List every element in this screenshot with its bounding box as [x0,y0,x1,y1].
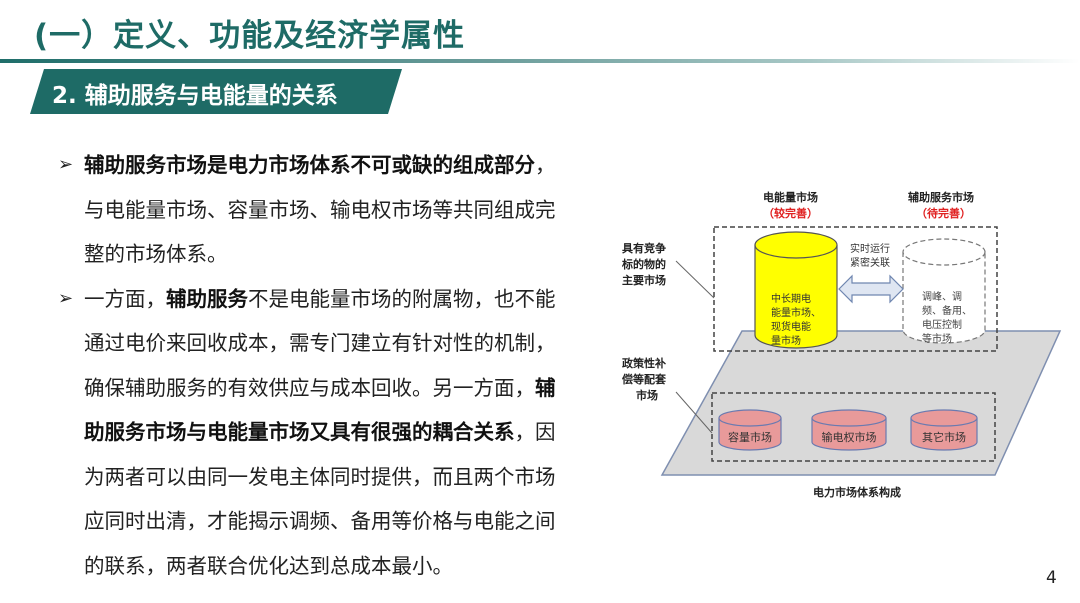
svg-text:输电权市场: 输电权市场 [822,430,877,444]
text-line: 为两者可以由同一发电主体同时提供，而且两个市场 [84,464,556,489]
text-line: 应同时出清，才能揭示调频、备用等价格与电能之间 [84,509,556,533]
text: 确保辅助服务的有效供应与成本回收。另一方面， [84,375,535,400]
svg-text:中长期电: 中长期电 [771,292,811,305]
platform [660,330,1062,476]
text: 一方面， [84,286,166,311]
text-line: 辅助服务市场是电力市场体系不可或缺的组成部分， [84,143,618,188]
bold-text: 辅 [535,375,556,400]
bullet-paragraph-2: ➢ 一方面，辅助服务不是电能量市场的附属物，也不能 通过电价来回收成本，需专门建… [58,277,618,589]
bold-text: 助服务市场与电能量市场又具有很强的耦合关系 [84,420,515,444]
text: ，因 [514,420,556,444]
svg-text:主要市场: 主要市场 [622,273,666,287]
text-line: 的联系，两者联合优化达到总成本最小。 [84,553,453,578]
ancillary-market-title: 辅助服务市场 [908,190,974,204]
section-heading: 2. 辅助服务与电能量的关系 [52,83,338,109]
bullet-arrow-icon: ➢ [58,154,74,175]
bidirectional-arrow-icon [838,274,904,304]
text-line: 一方面，辅助服务不是电能量市场的附属物，也不能 [84,277,618,322]
energy-market-title: 电能量市场 [763,190,818,204]
text-line: 确保辅助服务的有效供应与成本回收。另一方面，辅 [84,366,618,411]
text-line: 整的市场体系。 [84,242,228,266]
svg-text:偿等配套: 偿等配套 [622,372,667,386]
text-line: 通过电价来回收成本，需专门建立有针对性的机制， [84,331,556,355]
svg-text:现货电能: 现货电能 [771,320,811,333]
page-number: 4 [1046,568,1057,588]
svg-text:量市场: 量市场 [771,334,801,347]
other-market-cylinder: 其它市场 [910,409,978,451]
supporting-market-group [711,392,996,462]
competitive-market-label: 具有竞争 [622,241,666,255]
section-banner [30,69,402,114]
main-market-group [713,226,998,352]
policy-market-label: 政策性补 [622,356,666,370]
svg-text:其它市场: 其它市场 [922,430,966,444]
text: ， [535,153,556,177]
svg-text:容量市场: 容量市场 [728,430,772,444]
svg-text:等市场: 等市场 [922,332,952,345]
svg-text:紧密关联: 紧密关联 [850,256,890,269]
svg-text:能量市场、: 能量市场、 [771,306,821,319]
diagram-caption: 电力市场体系构成 [813,485,901,499]
bold-text: 辅助服务市场是电力市场体系不可或缺的组成部分 [84,153,535,177]
capacity-market-cylinder: 容量市场 [718,409,782,451]
svg-text:频、备用、: 频、备用、 [922,304,972,317]
svg-text:电压控制: 电压控制 [922,318,962,331]
slide-title: (一）定义、功能及经济学属性 [34,18,466,54]
svg-text:调峰、调: 调峰、调 [922,291,962,303]
energy-market-status: （较完善） [763,206,818,220]
transmission-right-market-cylinder: 输电权市场 [811,409,887,451]
ancillary-market-cylinder: 调峰、调 频、备用、 电压控制 等市场 [902,238,986,345]
market-structure-diagram: 中长期电 能量市场、 现货电能 量市场 调峰、调 频、备用、 电压控制 等市场 … [621,190,1062,499]
bullet-paragraph-1: ➢ 辅助服务市场是电力市场体系不可或缺的组成部分， 与电能量市场、容量市场、输电… [58,143,618,277]
title-divider [0,59,1080,63]
energy-market-cylinder: 中长期电 能量市场、 现货电能 量市场 [754,231,838,349]
svg-text:市场: 市场 [636,388,658,402]
body-text: ➢ 辅助服务市场是电力市场体系不可或缺的组成部分， 与电能量市场、容量市场、输电… [58,143,618,588]
text: 不是电能量市场的附属物，也不能 [248,286,556,311]
ancillary-market-status: （待完善） [916,206,971,220]
link-label: 实时运行 [850,242,890,255]
text-line: 与电能量市场、容量市场、输电权市场等共同组成完 [84,197,556,222]
text-line: 助服务市场与电能量市场又具有很强的耦合关系，因 [84,410,618,455]
bullet-arrow-icon: ➢ [58,287,74,309]
svg-text:标的物的: 标的物的 [621,257,666,271]
bold-text: 辅助服务 [166,286,248,311]
